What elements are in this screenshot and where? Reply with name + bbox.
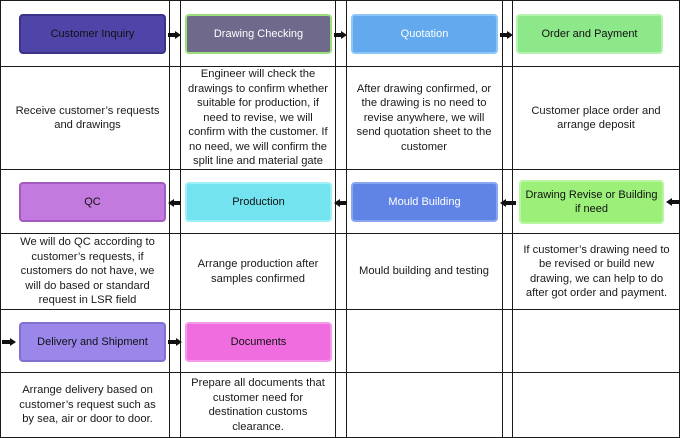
step-order-payment-box: Order and Payment xyxy=(516,14,663,54)
step-mould-building-description: Mould building and testing xyxy=(359,265,489,278)
step-title: Production xyxy=(232,196,285,208)
flow-arrow-right xyxy=(334,31,347,39)
step-mould-building-box: Mould Building xyxy=(351,182,498,222)
step-drawing-revise-description: If customer’s drawing need to be revised… xyxy=(523,243,670,300)
flow-arrow-left xyxy=(334,199,347,207)
grid-line xyxy=(180,0,181,438)
step-customer-inquiry-box: Customer Inquiry xyxy=(19,14,166,54)
step-quotation-description: After drawing confirmed, or the drawing … xyxy=(356,82,492,153)
step-title: Drawing Checking xyxy=(213,28,304,40)
step-title: Customer Inquiry xyxy=(50,28,135,40)
grid-line xyxy=(0,169,680,170)
step-title: Quotation xyxy=(400,28,449,40)
step-drawing-checking-box: Drawing Checking xyxy=(185,14,332,54)
step-title: Order and Payment xyxy=(541,28,638,40)
grid-line xyxy=(335,0,336,438)
step-drawing-revise-box: Drawing Revise or Building if need xyxy=(519,180,664,224)
step-quotation-box: Quotation xyxy=(351,14,498,54)
flow-arrow-right xyxy=(168,31,181,39)
grid-line xyxy=(512,0,513,438)
flow-arrow-right xyxy=(2,338,16,346)
grid-line xyxy=(502,0,503,438)
grid-line xyxy=(0,309,680,310)
grid-line xyxy=(0,0,680,1)
step-production-description: Arrange production after samples confirm… xyxy=(197,258,319,285)
grid-line xyxy=(0,66,680,67)
step-title: Mould Building xyxy=(388,196,461,208)
step-qc-box: QC xyxy=(19,182,166,222)
step-title: Drawing Revise or Building if need xyxy=(525,189,658,215)
flow-arrow-right xyxy=(500,31,513,39)
flow-arrow-left xyxy=(500,199,516,207)
flow-arrow-left xyxy=(168,199,181,207)
step-documents-description: Prepare all documents that customer need… xyxy=(191,377,325,433)
step-order-payment-description: Customer place order and arrange deposit xyxy=(531,104,661,132)
flow-arrow-left xyxy=(666,198,680,206)
step-qc-description: We will do QC according to customer’s re… xyxy=(20,236,155,307)
step-delivery-description: Arrange delivery based on customer’s req… xyxy=(19,384,156,426)
grid-line xyxy=(0,372,680,373)
step-production-box: Production xyxy=(185,182,332,222)
step-documents-box: Documents xyxy=(185,322,332,362)
grid-line xyxy=(0,233,680,234)
grid-line xyxy=(169,0,170,438)
flow-arrow-right xyxy=(168,338,182,346)
step-customer-inquiry-description: Receive customer’s requests and drawings xyxy=(15,104,160,132)
step-title: Documents xyxy=(230,336,287,348)
step-delivery-box: Delivery and Shipment xyxy=(19,322,166,362)
grid-line xyxy=(346,0,347,438)
grid-line xyxy=(0,0,1,438)
step-drawing-checking-description: Engineer will check the drawings to conf… xyxy=(188,68,328,168)
step-title: QC xyxy=(84,196,101,208)
step-title: Delivery and Shipment xyxy=(37,336,148,348)
